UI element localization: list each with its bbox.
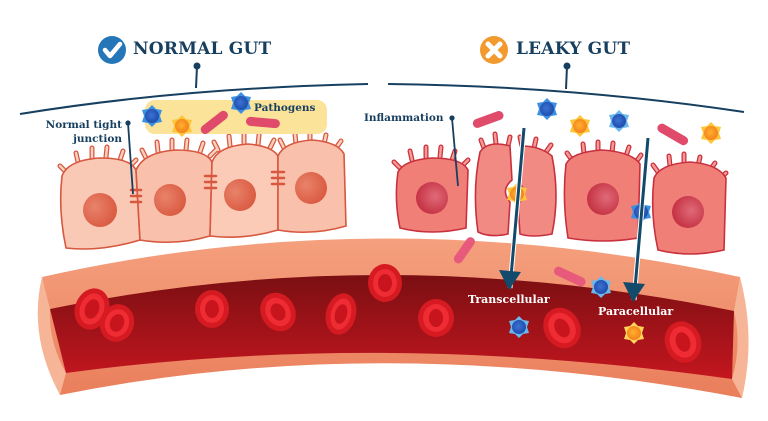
nucleus [83, 172, 327, 227]
red-blood-cell [325, 293, 357, 335]
blue-pathogen-icon [509, 316, 529, 338]
normal-tight-junction-label: Normal tight junction [40, 118, 122, 146]
red-blood-cell [99, 304, 135, 342]
nucleus [416, 182, 704, 228]
blue-pathogen-icon [609, 110, 629, 132]
orange-pathogen-icon [701, 122, 721, 144]
bacterium-icon [453, 237, 475, 264]
leaky-gut-title: LEAKY GUT [516, 39, 631, 59]
red-blood-cell [664, 321, 702, 363]
pathogens-highlight [145, 100, 327, 134]
pathogens-label: Pathogens [254, 102, 316, 114]
blue-pathogen-icon [231, 92, 251, 114]
bacterium-icon [472, 111, 504, 128]
red-blood-cell [368, 264, 402, 302]
red-blood-cell [543, 307, 581, 349]
leaky-bracket [387, 62, 745, 113]
junction-label-line2: junction [73, 133, 122, 145]
transcellular-label: Transcellular [468, 293, 550, 306]
blue-pathogen-icon [142, 105, 162, 127]
normal-gut-title: NORMAL GUT [133, 39, 272, 59]
inflamed-cell [474, 143, 513, 237]
pathogens [142, 92, 721, 344]
orange-pathogen-icon [624, 322, 644, 344]
red-blood-cell [260, 292, 296, 332]
x-icon [480, 36, 508, 64]
transcellular-arrow [499, 127, 527, 290]
inflammation-label: Inflammation [364, 112, 444, 124]
label-pointers [125, 115, 459, 195]
red-blood-cell [195, 290, 229, 328]
check-icon [98, 36, 126, 64]
normal-bracket [19, 62, 369, 115]
paracellular-arrow [623, 137, 651, 302]
bacterium-icon [657, 123, 689, 146]
red-blood-cells [74, 264, 702, 363]
leaky-epithelium [391, 131, 729, 255]
red-blood-cell [418, 299, 454, 337]
orange-pathogen-icon [172, 115, 192, 137]
microvilli-inner [58, 130, 343, 174]
bacterium-icon [553, 266, 586, 287]
blue-pathogen-icon [537, 98, 557, 120]
bacterium-icon [246, 116, 280, 129]
orange-pathogen-icon [570, 115, 590, 137]
normal-epithelium [57, 129, 347, 250]
microvilli-inner [392, 132, 728, 180]
paracellular-label: Paracellular [598, 305, 674, 318]
blue-pathogen-icon [591, 276, 611, 298]
junction-label-line1: Normal tight [45, 119, 122, 131]
red-blood-cell [74, 288, 110, 330]
bacterium-icon [200, 110, 228, 134]
